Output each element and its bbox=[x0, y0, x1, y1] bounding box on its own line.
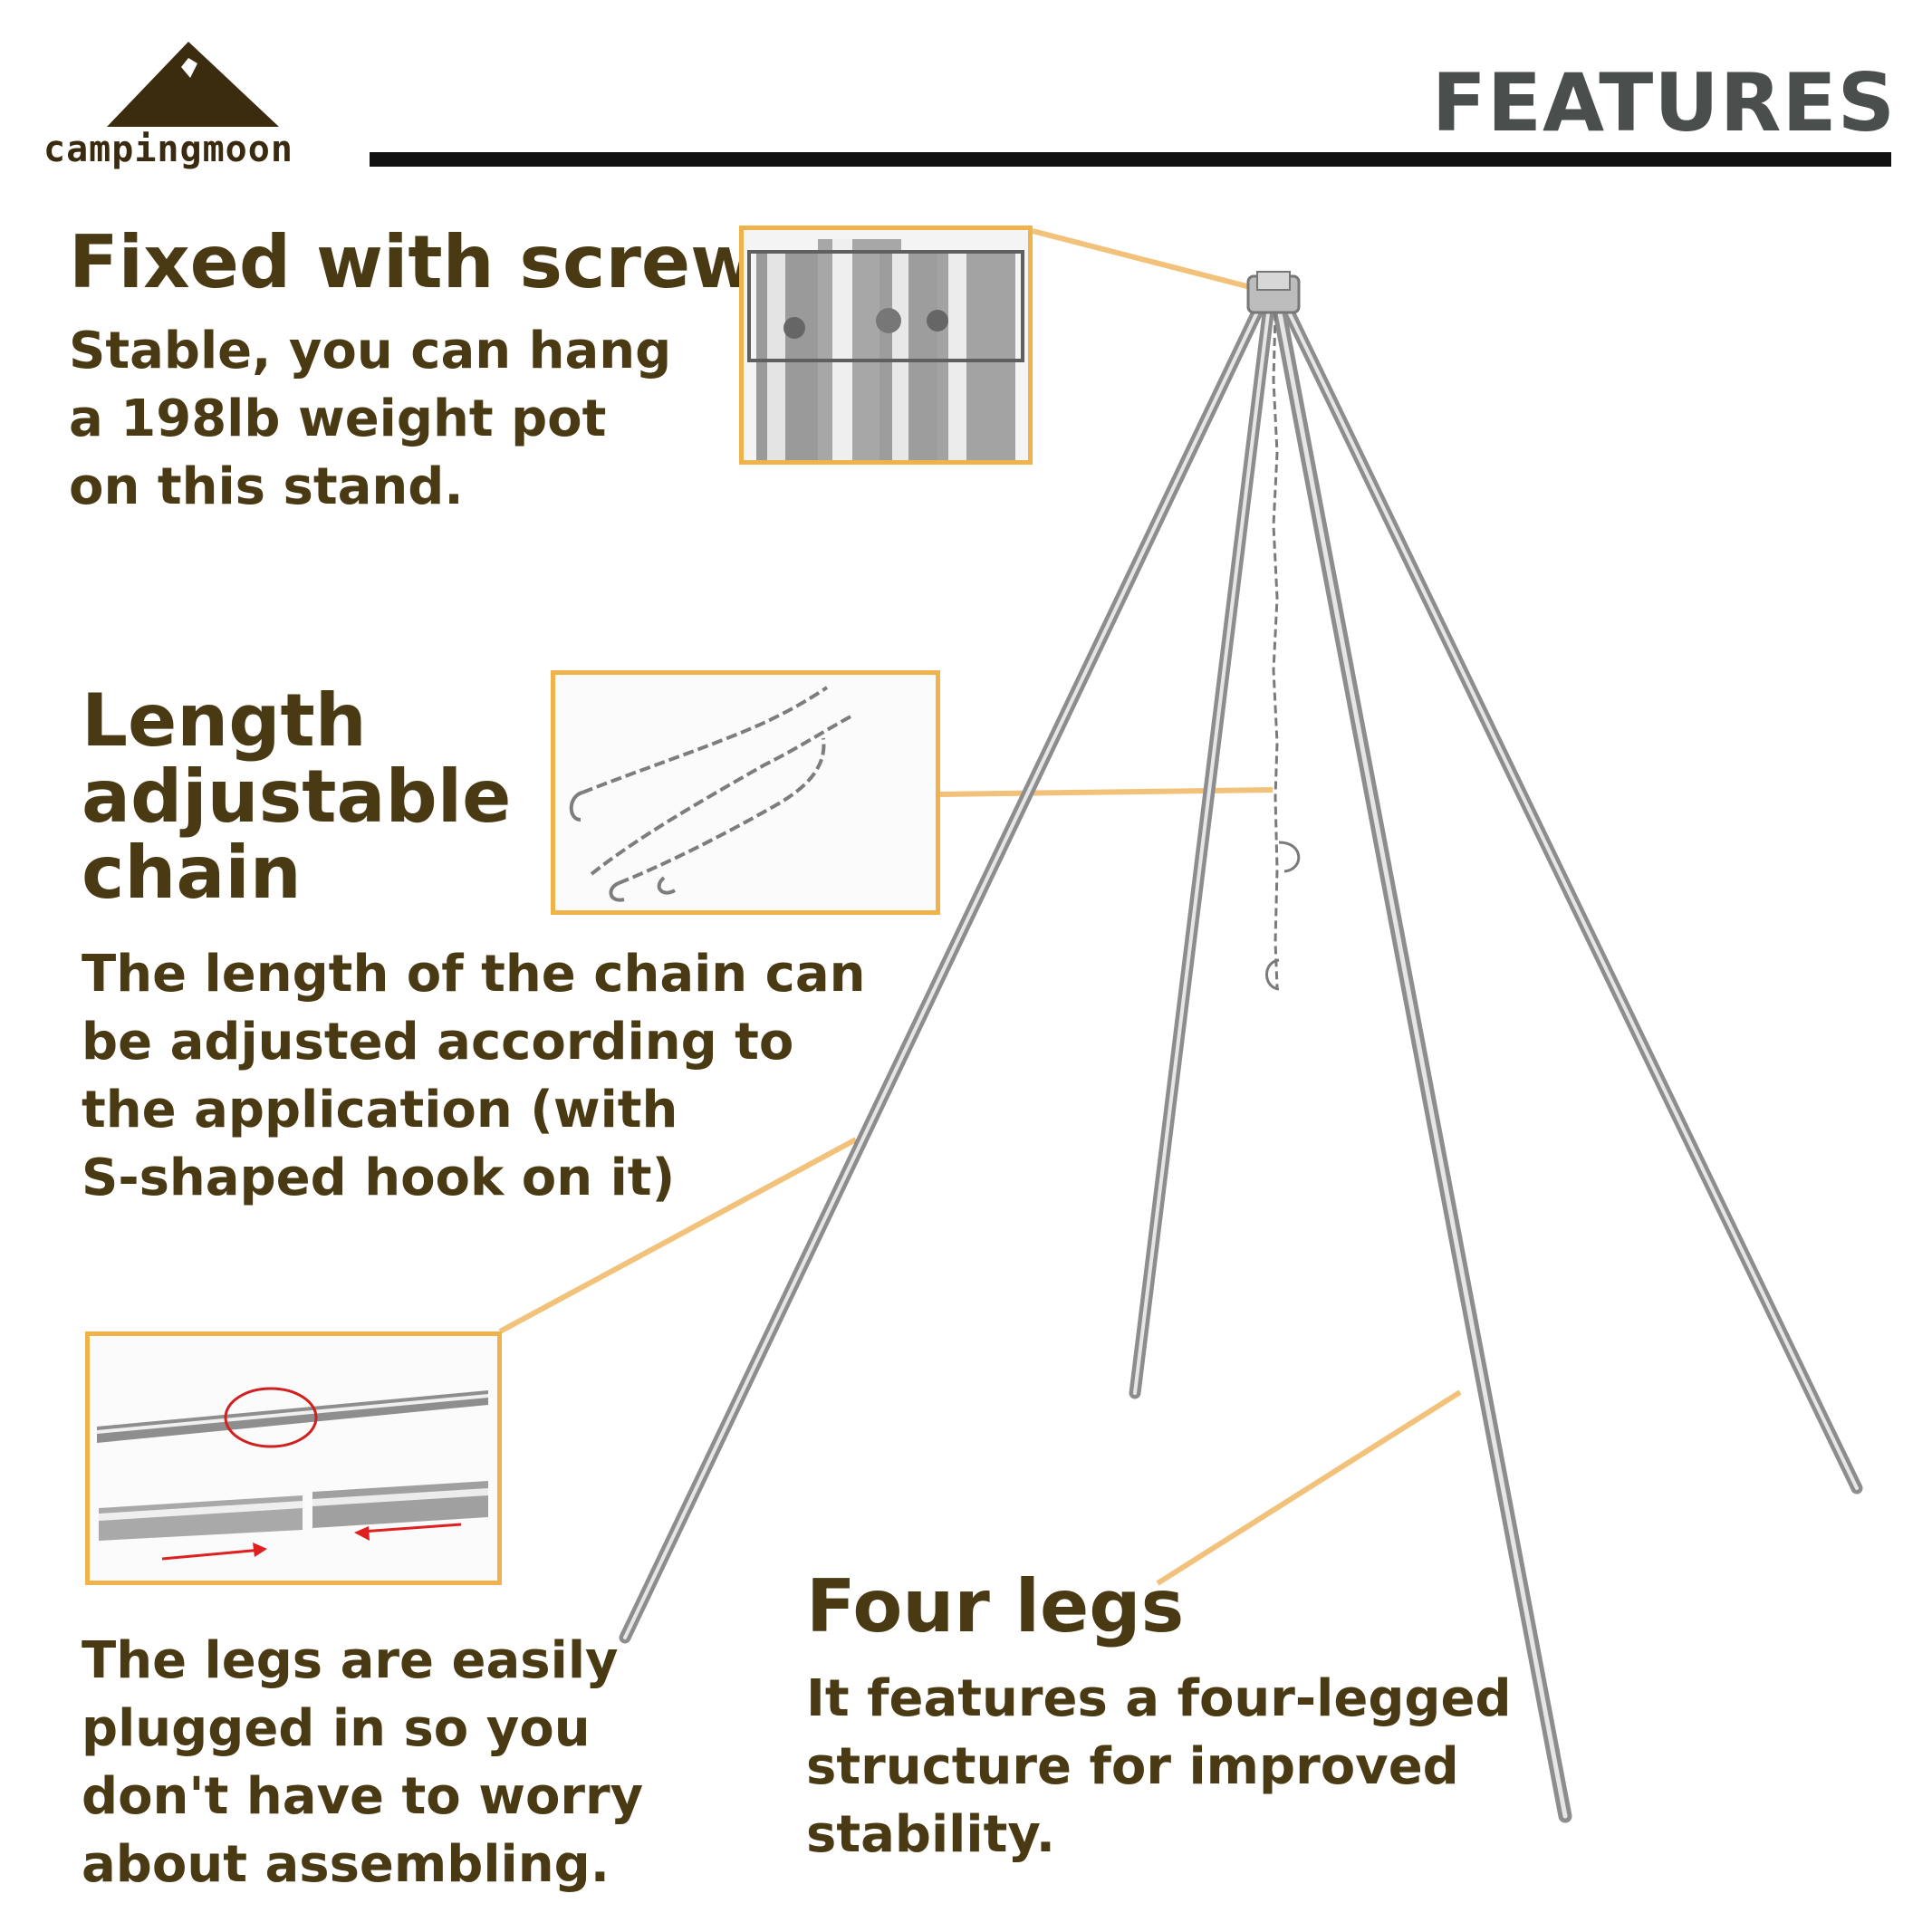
stand-legs bbox=[619, 292, 1863, 1823]
leader-line-four-legs bbox=[1156, 1389, 1462, 1586]
stand-chain bbox=[1265, 312, 1301, 991]
screw-joint-icon bbox=[744, 230, 1028, 460]
feature-heading-screws: Fixed with screws bbox=[69, 220, 801, 304]
leader-line-chain bbox=[938, 787, 1274, 797]
chain-icon bbox=[555, 675, 936, 910]
feature-body-screws: Stable, you can hang a 198lb weight pot … bbox=[69, 322, 672, 516]
logo: campingmoon bbox=[43, 36, 351, 181]
header-rule bbox=[370, 152, 1891, 167]
leg-joint-icon bbox=[90, 1336, 497, 1581]
leader-line-legs-joint bbox=[498, 1137, 858, 1334]
leader-line-screws bbox=[1032, 228, 1262, 293]
photo-chain bbox=[551, 670, 940, 915]
brand-name: campingmoon bbox=[43, 129, 293, 170]
photo-screw-joint bbox=[739, 226, 1033, 465]
page-title: FEATURES bbox=[1431, 56, 1896, 149]
feature-body-four-legs: It features a four-legged structure for … bbox=[806, 1669, 1512, 1864]
stand-top-joint bbox=[1246, 271, 1301, 314]
photo-leg-joint bbox=[85, 1331, 502, 1585]
feature-body-chain: The length of the chain can be adjusted … bbox=[82, 945, 866, 1207]
feature-heading-four-legs: Four legs bbox=[806, 1564, 1185, 1648]
feature-body-legs-joint: The legs are easily plugged in so you do… bbox=[82, 1631, 644, 1894]
feature-heading-chain: Length adjustable chain bbox=[82, 678, 512, 915]
mountain-icon bbox=[107, 42, 279, 127]
